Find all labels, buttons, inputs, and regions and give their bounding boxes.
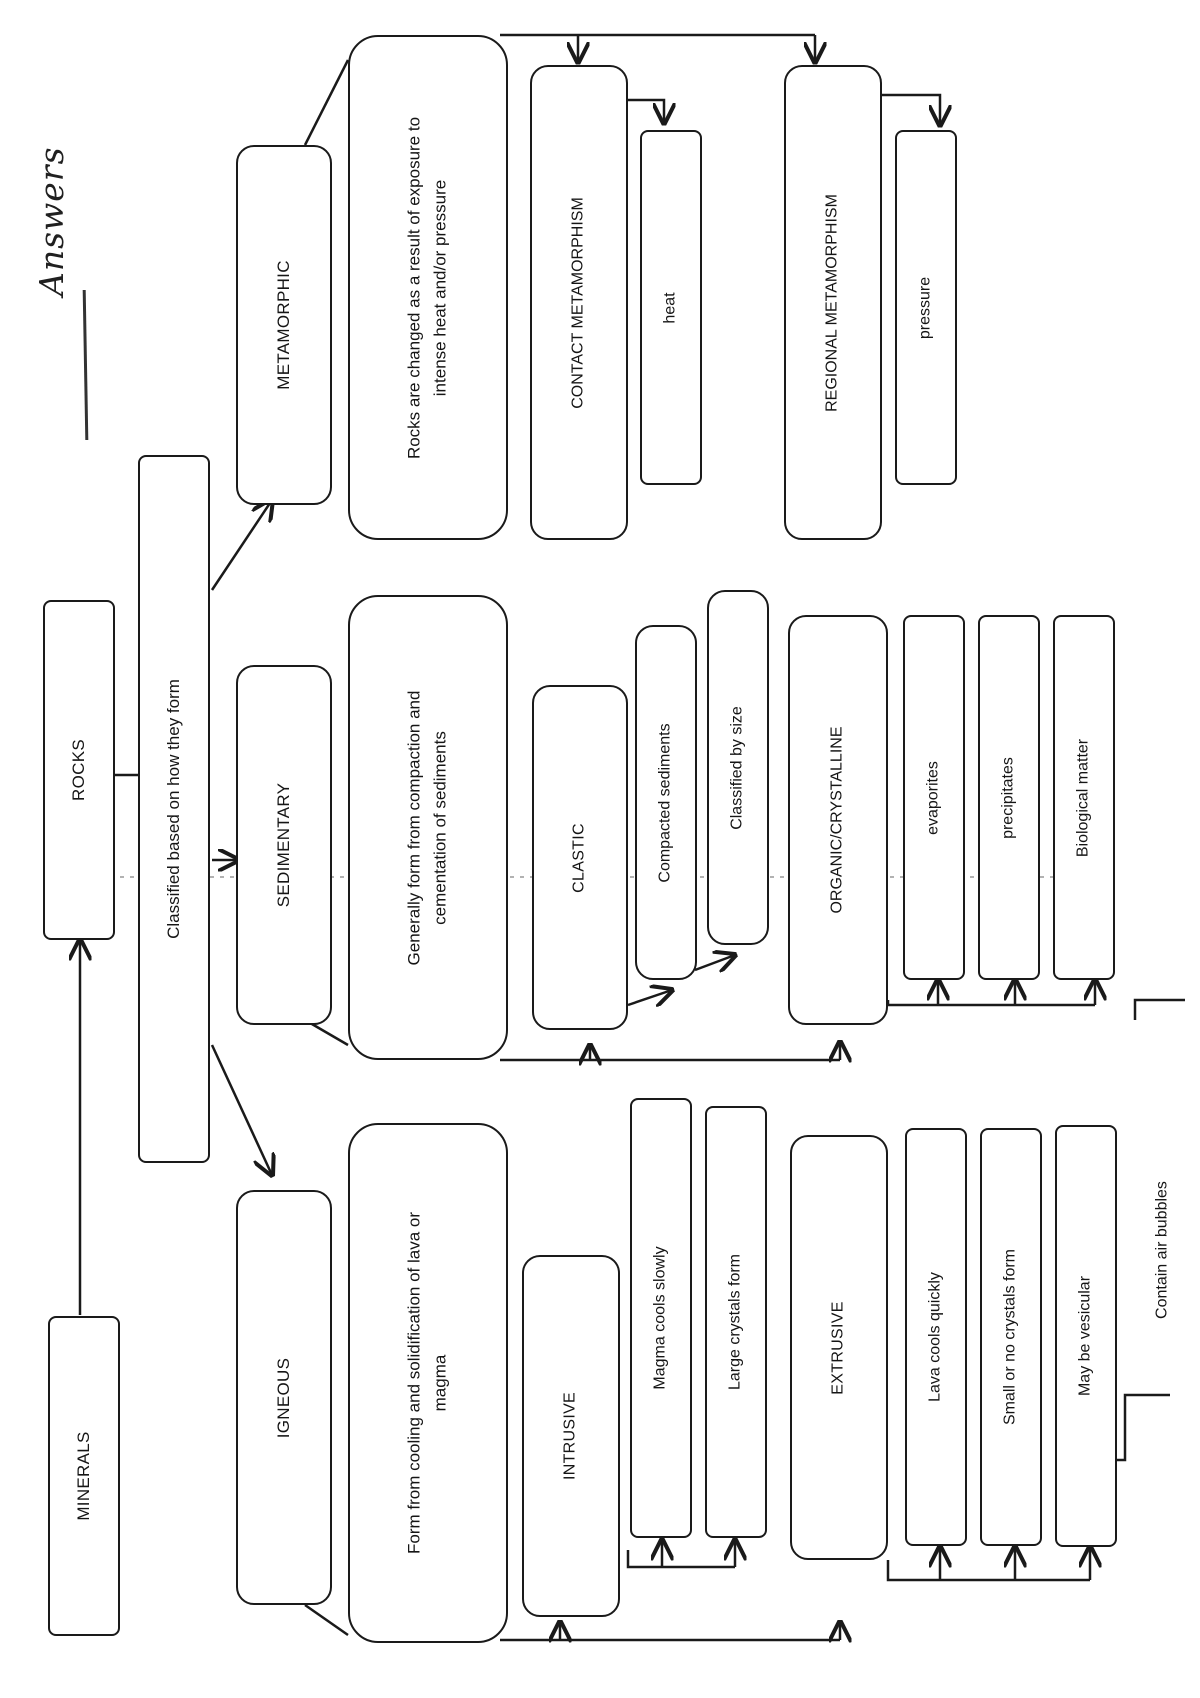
biological-matter-box: Biological matter xyxy=(1053,615,1115,980)
intrusive-label: INTRUSIVE xyxy=(561,1391,579,1481)
heat-label: heat xyxy=(661,291,679,324)
biological-matter-label: Biological matter xyxy=(1074,738,1092,857)
metamorphic-description: Rocks are changed as a result of exposur… xyxy=(404,116,450,459)
minerals-label: MINERALS xyxy=(73,1431,93,1521)
magma-cools-slowly-box: Magma cools slowly xyxy=(630,1098,692,1538)
intrusive-box: INTRUSIVE xyxy=(522,1255,620,1617)
pressure-box: pressure xyxy=(895,130,957,485)
igneous-description: Form from cooling and solidification of … xyxy=(404,1211,450,1555)
contact-metamorphism-label: CONTACT METAMORPHISM xyxy=(569,196,587,409)
igneous-label: IGNEOUS xyxy=(273,1357,293,1438)
igneous-description-box: Form from cooling and solidification of … xyxy=(348,1123,508,1643)
rocks-label: ROCKS xyxy=(68,739,88,801)
metamorphic-box: METAMORPHIC xyxy=(236,145,332,505)
large-crystals-form-label: Large crystals form xyxy=(726,1253,744,1391)
clastic-label: CLASTIC xyxy=(570,822,588,893)
may-be-vesicular-label: May be vesicular xyxy=(1076,1275,1094,1397)
classified-by-size-label: Classified by size xyxy=(728,705,746,830)
rocks-box: ROCKS xyxy=(43,600,115,940)
evaporites-box: evaporites xyxy=(903,615,965,980)
metamorphic-label: METAMORPHIC xyxy=(273,260,293,390)
extrusive-box: EXTRUSIVE xyxy=(790,1135,888,1560)
precipitates-label: precipitates xyxy=(999,756,1017,839)
may-be-vesicular-box: May be vesicular xyxy=(1055,1125,1117,1547)
minerals-box: MINERALS xyxy=(48,1316,120,1636)
heat-box: heat xyxy=(640,130,702,485)
lava-cools-quickly-box: Lava cools quickly xyxy=(905,1128,967,1546)
compacted-sediments-box: Compacted sediments xyxy=(635,625,697,980)
classified-label: Classified based on how they form xyxy=(163,679,183,939)
lava-cools-quickly-label: Lava cools quickly xyxy=(926,1272,944,1402)
organic-crystalline-label: ORGANIC/CRYSTALLINE xyxy=(828,726,846,914)
small-crystals-label: Small or no crystals form xyxy=(1001,1248,1019,1426)
sedimentary-description: Generally form from compaction and cemen… xyxy=(404,690,450,965)
clastic-box: CLASTIC xyxy=(532,685,628,1030)
air-bubbles-label: Contain air bubbles xyxy=(1153,1181,1171,1319)
precipitates-box: precipitates xyxy=(978,615,1040,980)
regional-metamorphism-box: REGIONAL METAMORPHISM xyxy=(784,65,882,540)
contact-metamorphism-box: CONTACT METAMORPHISM xyxy=(530,65,628,540)
sedimentary-box: SEDIMENTARY xyxy=(236,665,332,1025)
evaporites-label: evaporites xyxy=(924,760,942,835)
large-crystals-form-box: Large crystals form xyxy=(705,1106,767,1538)
extrusive-label: EXTRUSIVE xyxy=(829,1300,847,1395)
compacted-sediments-label: Compacted sediments xyxy=(656,722,674,883)
igneous-box: IGNEOUS xyxy=(236,1190,332,1605)
arrow-to-metamorphic xyxy=(210,500,272,591)
small-crystals-box: Small or no crystals form xyxy=(980,1128,1042,1546)
sedimentary-description-box: Generally form from compaction and cemen… xyxy=(348,595,508,1060)
metamorphic-description-box: Rocks are changed as a result of exposur… xyxy=(348,35,508,540)
sedimentary-label: SEDIMENTARY xyxy=(273,782,293,908)
magma-cools-slowly-label: Magma cools slowly xyxy=(651,1246,669,1390)
organic-crystalline-box: ORGANIC/CRYSTALLINE xyxy=(788,615,888,1025)
pressure-label: pressure xyxy=(916,276,934,339)
classified-by-size-box: Classified by size xyxy=(707,590,769,945)
regional-metamorphism-label: REGIONAL METAMORPHISM xyxy=(823,193,841,412)
arrow-to-igneous xyxy=(210,1044,272,1175)
air-bubbles-text: Contain air bubbles xyxy=(1130,1100,1196,1400)
answers-handwritten-note: Answers xyxy=(32,146,71,296)
classified-box: Classified based on how they form xyxy=(138,455,210,1163)
